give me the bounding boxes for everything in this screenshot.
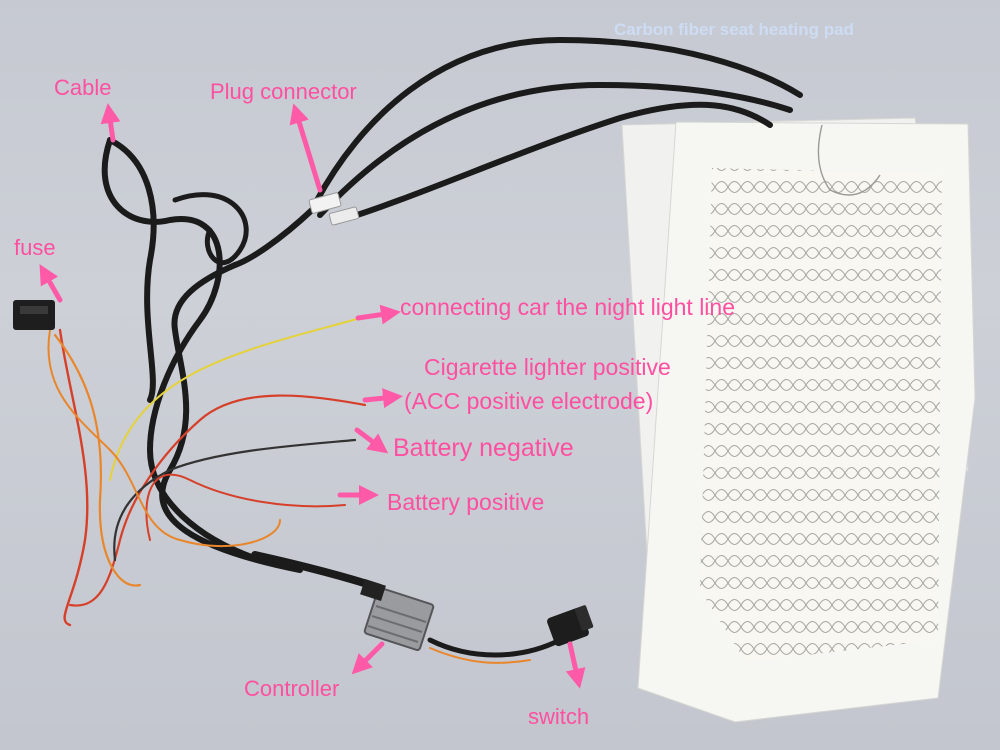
heating-wire-mesh (700, 168, 942, 662)
arrow-night-light (355, 304, 401, 325)
annotation-arrows (39, 103, 586, 689)
arrow-switch (565, 641, 586, 689)
heating-pad-front (637, 121, 976, 723)
arrow-fuse (39, 264, 63, 303)
colored-wires (47, 317, 531, 664)
label-controller: Controller (244, 676, 340, 701)
label-switch: switch (528, 704, 590, 729)
arrow-controller (351, 641, 385, 675)
watermark-title: Carbon fiber seat heating pad (614, 20, 854, 39)
arrow-cigarette (362, 388, 403, 409)
arrow-battery-negative (354, 427, 389, 454)
switch-connector (547, 605, 594, 647)
label-battery-negative: Battery negative (393, 434, 574, 462)
label-cable: Cable (54, 75, 112, 100)
fuse-holder (13, 300, 55, 330)
controller-box (360, 578, 435, 652)
label-cigarette-positive: Cigarette lighter positive (424, 354, 671, 380)
label-plug-connector: Plug connector (210, 79, 357, 104)
label-night-light-line: connecting car the night light line (400, 294, 735, 320)
label-fuse: fuse (14, 235, 56, 260)
label-acc-positive: (ACC positive electrode) (404, 388, 654, 414)
plug-connector-part (308, 192, 360, 226)
arrow-cable (100, 103, 121, 143)
label-battery-positive: Battery positive (387, 489, 545, 515)
arrow-plug-connector (289, 103, 323, 193)
